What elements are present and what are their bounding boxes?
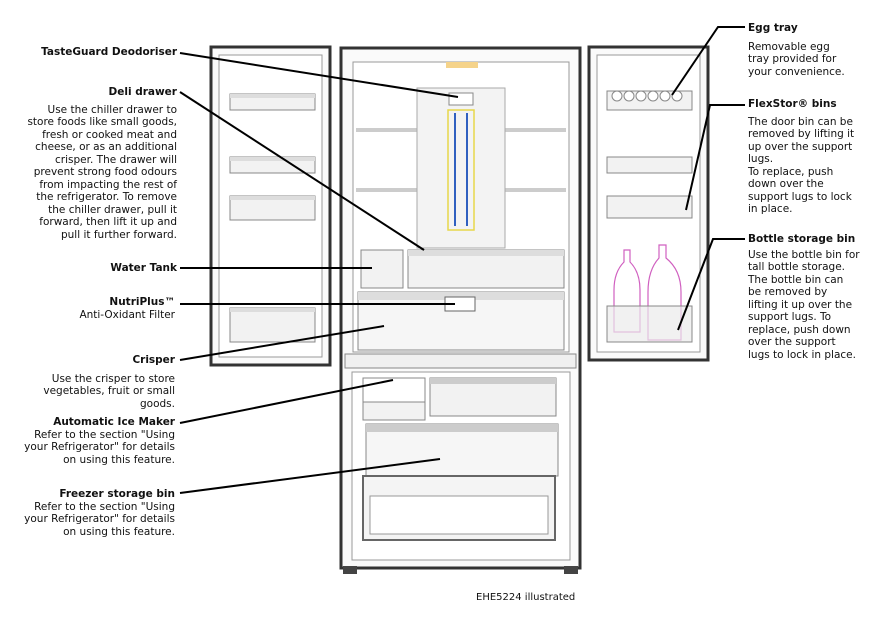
label-title: Crisper [132,354,175,366]
label-ice-maker: Automatic Ice Maker Refer to the section… [24,416,175,466]
label-egg-tray: Egg tray Removable egg tray provided for… [748,22,845,78]
label-flexstor: FlexStor® bins The door bin can be remov… [748,98,854,216]
label-body: Refer to the section "Using your Refrige… [24,428,175,466]
label-body: Use the crisper to store vegetables, fru… [43,372,175,410]
label-title: TasteGuard Deodoriser [41,46,177,58]
label-body: Removable egg tray provided for your con… [748,40,845,78]
label-title: Automatic Ice Maker [53,416,175,428]
label-title: Freezer storage bin [59,488,175,500]
label-title: Bottle storage bin [748,233,856,245]
light [446,62,478,68]
label-body: Use the chiller drawer to store foods li… [27,103,177,241]
label-body: Refer to the section "Using your Refrige… [24,500,175,538]
leader-lines [179,26,745,494]
flexstor-bin-lower [606,195,693,219]
deli-drawer [407,249,565,289]
label-bottle-bin: Bottle storage bin Use the bottle bin fo… [748,233,860,361]
label-body: The door bin can be removed by lifting i… [748,115,855,216]
label-title: Egg tray [748,22,798,34]
label-tasteguard: TasteGuard Deodoriser [41,46,177,59]
model-caption: EHE5224 illustrated [476,592,576,603]
label-crisper: Crisper Use the crisper to store vegetab… [43,354,175,410]
label-title: Water Tank [110,262,177,274]
label-nutriplus: NutriPlus™ Anti-Oxidant Filter [79,296,175,321]
cabinet [339,46,582,574]
flexstor-bin-upper [606,156,693,174]
tasteguard-deodoriser [448,92,474,106]
label-deli-drawer: Deli drawer Use the chiller drawer to st… [17,86,177,241]
right-door [587,45,710,362]
label-title: FlexStor® bins [748,98,837,110]
left-door [209,45,332,367]
label-title: Deli drawer [108,86,177,98]
label-water-tank: Water Tank [110,262,177,275]
label-body: Use the bottle bin for tall bottle stora… [748,248,860,361]
label-title: NutriPlus™ [109,296,175,308]
label-body: Anti-Oxidant Filter [79,308,175,321]
bottle-storage-bin [606,305,693,343]
label-freezer-bin: Freezer storage bin Refer to the section… [24,488,175,538]
ice-maker [362,377,426,403]
